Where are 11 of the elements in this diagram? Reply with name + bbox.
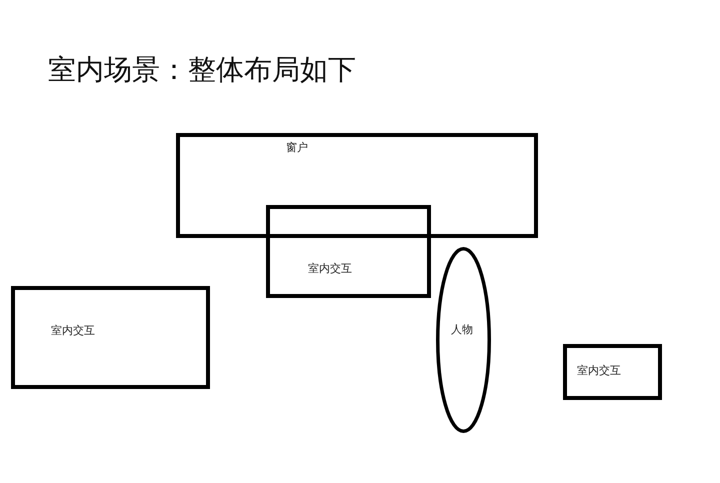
- interaction-box: [563, 344, 662, 400]
- window-label: 窗户: [286, 141, 308, 155]
- window-box: [176, 133, 538, 238]
- person-ellipse: [436, 247, 491, 433]
- interaction-box: [266, 205, 431, 298]
- box-label: 室内交互: [51, 324, 95, 338]
- person-label: 人物: [451, 323, 473, 337]
- interaction-box: [11, 286, 210, 389]
- box-label: 室内交互: [577, 364, 621, 378]
- box-label: 室内交互: [308, 262, 352, 276]
- diagram-title: 室内场景：整体布局如下: [48, 52, 356, 88]
